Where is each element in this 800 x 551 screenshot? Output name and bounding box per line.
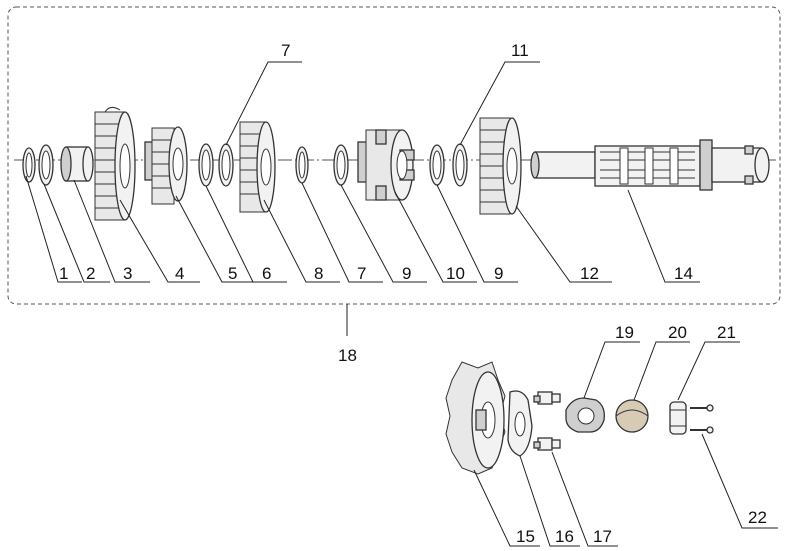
label-part-2: 2 — [86, 264, 95, 283]
part-7-circlip-b — [295, 146, 309, 184]
label-part-22: 22 — [748, 508, 767, 527]
part-17-bolts — [533, 391, 561, 451]
label-part-19: 19 — [615, 323, 634, 342]
part-19-plate — [565, 397, 605, 433]
label-part-14: 14 — [674, 264, 693, 283]
part-20-cover — [615, 399, 649, 433]
part-2-washer — [38, 144, 54, 186]
label-part-1: 1 — [59, 264, 68, 283]
part-12-gear — [479, 117, 522, 215]
part-14-shaft — [530, 139, 770, 191]
label-part-8: 8 — [314, 264, 323, 283]
part-5-gear — [144, 126, 188, 205]
label-part-15: 15 — [516, 527, 535, 546]
part-8-gear — [239, 121, 276, 213]
part-7-circlip-a — [218, 143, 234, 187]
label-part-21: 21 — [717, 323, 736, 342]
part-3-bushing — [60, 146, 94, 182]
label-part-7-lower: 7 — [357, 264, 366, 283]
part-9-washer-a — [333, 144, 349, 186]
label-part-17: 17 — [593, 527, 612, 546]
label-part-20: 20 — [668, 323, 687, 342]
label-part-9-first: 9 — [402, 264, 411, 283]
label-part-18: 18 — [338, 346, 357, 365]
part-10-shift-gear — [357, 129, 415, 201]
label-part-11: 11 — [511, 41, 529, 60]
label-part-4: 4 — [175, 264, 184, 283]
label-part-6: 6 — [262, 264, 271, 283]
label-part-10: 10 — [446, 264, 465, 283]
part-6-washer — [198, 143, 214, 187]
part-11-circlip — [452, 143, 468, 187]
label-part-16: 16 — [555, 527, 574, 546]
part-9-washer-b — [429, 144, 445, 186]
part-4-large-gear — [94, 106, 136, 221]
part-number-labels: 1 2 3 4 5 6 7 8 7 9 10 9 11 12 14 18 15 … — [59, 41, 767, 546]
leader-lines — [25, 61, 778, 547]
part-21-clip — [669, 401, 687, 435]
part-1-circlip — [22, 147, 36, 183]
label-part-7-upper: 7 — [281, 41, 290, 60]
part-22-pins — [690, 404, 714, 434]
label-part-12: 12 — [580, 264, 599, 283]
label-part-9-second: 9 — [494, 264, 503, 283]
label-part-3: 3 — [123, 264, 132, 283]
part-15-sprocket — [445, 361, 506, 475]
part-16-lock-plate — [507, 390, 533, 457]
assembly-boundary — [7, 6, 781, 305]
label-part-5: 5 — [228, 264, 237, 283]
